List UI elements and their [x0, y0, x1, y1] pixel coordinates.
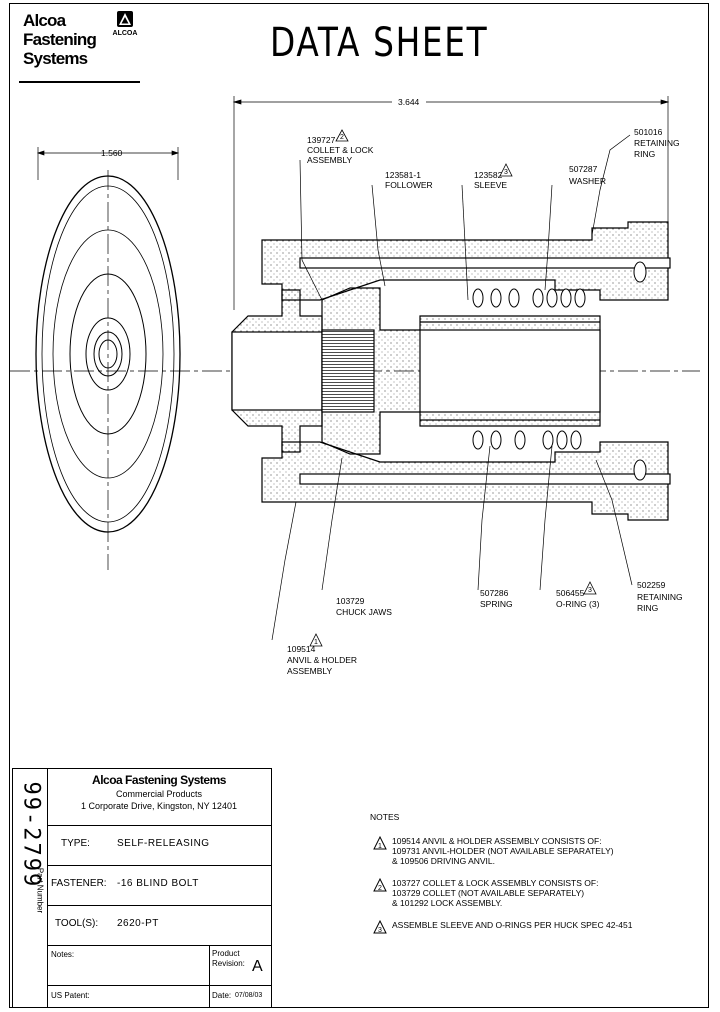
note-line: 109731 ANVIL-HOLDER (NOT AVAILABLE SEPAR… [392, 846, 614, 856]
emblem-text: ALCOA [112, 30, 138, 37]
end-view [35, 175, 181, 533]
callout-line: ANVIL & HOLDER [287, 655, 357, 665]
note-item: 1 109514 ANVIL & HOLDER ASSEMBLY CONSIST… [370, 836, 690, 866]
fastener-value: -16 BLIND BOLT [117, 878, 199, 889]
flag-triangle-icon: 2 [373, 878, 387, 892]
note-line: 103729 COLLET (NOT AVAILABLE SEPARATELY) [392, 888, 585, 898]
title-block: 99-2799 Alcoa Fastening Systems Commerci… [12, 768, 272, 1008]
callout-part: 506455 [556, 588, 585, 598]
callout-line: ASSEMBLY [307, 155, 353, 165]
callouts: 139727 COLLET & LOCK ASSEMBLY 123581-1 F… [287, 127, 683, 676]
callout-line: O-RING (3) [556, 599, 600, 609]
flag-triangle-icon: 3 [583, 581, 597, 595]
revision-label-2: Revision: [212, 959, 245, 968]
flag-triangle-icon: 1 [309, 633, 323, 647]
company-logo: Alcoa Fastening Systems [23, 11, 97, 68]
flag-triangle-icon: 1 [373, 836, 387, 850]
company-info: Alcoa Fastening Systems Commercial Produ… [47, 769, 271, 826]
fastener-row: FASTENER: -16 BLIND BOLT [47, 865, 271, 906]
part-number-column: 99-2799 [13, 769, 48, 1007]
callout-part: 109514 [287, 644, 316, 654]
callout-part: 502259 [637, 580, 666, 590]
length-dimension [232, 96, 670, 310]
company-name: Alcoa Fastening Systems [92, 773, 226, 787]
notes-cell: Notes: [47, 945, 210, 986]
type-row: TYPE: SELF-RELEASING [47, 825, 271, 866]
logo-line-2: Fastening [23, 30, 97, 49]
alcoa-triangle-icon [117, 11, 133, 27]
callout-line: SLEEVE [474, 180, 507, 190]
callout-line: FOLLOWER [385, 180, 433, 190]
part-number-label-wrap: Part Number [30, 830, 45, 950]
diameter-dimension [36, 147, 180, 180]
fastener-label: FASTENER: [51, 878, 107, 889]
svg-text:1: 1 [378, 843, 382, 850]
svg-text:3: 3 [588, 587, 592, 594]
svg-text:1: 1 [314, 639, 318, 646]
company-address: 1 Corporate Drive, Kingston, NY 12401 [81, 801, 237, 811]
note-line: 103727 COLLET & LOCK ASSEMBLY CONSISTS O… [392, 878, 599, 888]
callout-part: 501016 [634, 127, 663, 137]
revision-value: A [252, 958, 263, 975]
notes-label: Notes: [51, 950, 75, 959]
drawing-frame [9, 3, 709, 1008]
callout-line: RETAINING [634, 138, 680, 148]
flag-triangle-icon: 3 [499, 163, 513, 177]
tools-row: TOOL(S): 2620-PT [47, 905, 271, 946]
note-line: 109514 ANVIL & HOLDER ASSEMBLY CONSISTS … [392, 836, 602, 846]
callout-line: RING [637, 603, 658, 613]
note-line: & 109506 DRIVING ANVIL. [392, 856, 495, 866]
date-label: Date: [212, 991, 232, 1000]
date-value: 07/08/03 [235, 992, 263, 999]
svg-text:2: 2 [340, 134, 344, 141]
type-label: TYPE: [61, 838, 90, 849]
alcoa-emblem: ALCOA [112, 10, 138, 37]
callout-line: COLLET & LOCK [307, 145, 374, 155]
note-item: 2 103727 COLLET & LOCK ASSEMBLY CONSISTS… [370, 878, 690, 908]
type-value: SELF-RELEASING [117, 838, 210, 849]
callout-line: ASSEMBLY [287, 666, 333, 676]
callout-line: SPRING [480, 599, 513, 609]
company-division: Commercial Products [115, 789, 203, 799]
length-label: 3.644 [398, 97, 420, 107]
revision-cell: Product Revision: A [209, 945, 271, 986]
notes-heading: NOTES [370, 812, 400, 822]
logo-line-3: Systems [23, 49, 88, 68]
callout-part: 507286 [480, 588, 509, 598]
date-cell: Date: 07/08/03 [209, 985, 271, 1007]
leader-lines [271, 134, 633, 641]
note-item: 3 ASSEMBLE SLEEVE AND O-RINGS PER HUCK S… [370, 920, 690, 934]
callout-part: 507287 [569, 164, 598, 174]
notes-block: NOTES 1 109514 ANVIL & HOLDER ASSEMBLY C… [370, 812, 690, 942]
tools-value: 2620-PT [117, 918, 159, 929]
logo-line-1: Alcoa [23, 11, 66, 30]
svg-text:3: 3 [504, 169, 508, 176]
revision-label-1: Product [212, 949, 240, 958]
callout-part: 139727 [307, 135, 336, 145]
svg-text:3: 3 [378, 927, 382, 934]
flag-triangle-icon: 2 [335, 129, 349, 142]
callout-line: RING [634, 149, 655, 159]
callout-part: 123582 [474, 170, 503, 180]
note-line: & 101292 LOCK ASSEMBLY. [392, 898, 503, 908]
note-line: ASSEMBLE SLEEVE AND O-RINGS PER HUCK SPE… [392, 920, 633, 930]
part-number-label: Part Number [35, 867, 45, 914]
callout-part: 123581-1 [385, 170, 421, 180]
callout-line: RETAINING [637, 592, 683, 602]
page-title: DATA SHEET [270, 20, 489, 66]
callout-part: 103729 [336, 596, 365, 606]
patent-cell: US Patent: [47, 985, 210, 1007]
svg-text:2: 2 [378, 885, 382, 892]
logo-underline [19, 81, 140, 83]
flag-triangle-icon: 3 [373, 920, 387, 934]
callout-line: CHUCK JAWS [336, 607, 392, 617]
patent-label: US Patent: [51, 991, 90, 1000]
technical-drawing: 1.560 3.644 [10, 95, 700, 676]
revision-flags: 2 3 3 1 [309, 129, 597, 647]
callout-line: WASHER [569, 176, 606, 186]
section-view [231, 221, 671, 521]
diameter-label: 1.560 [101, 148, 123, 158]
tools-label: TOOL(S): [55, 918, 99, 929]
